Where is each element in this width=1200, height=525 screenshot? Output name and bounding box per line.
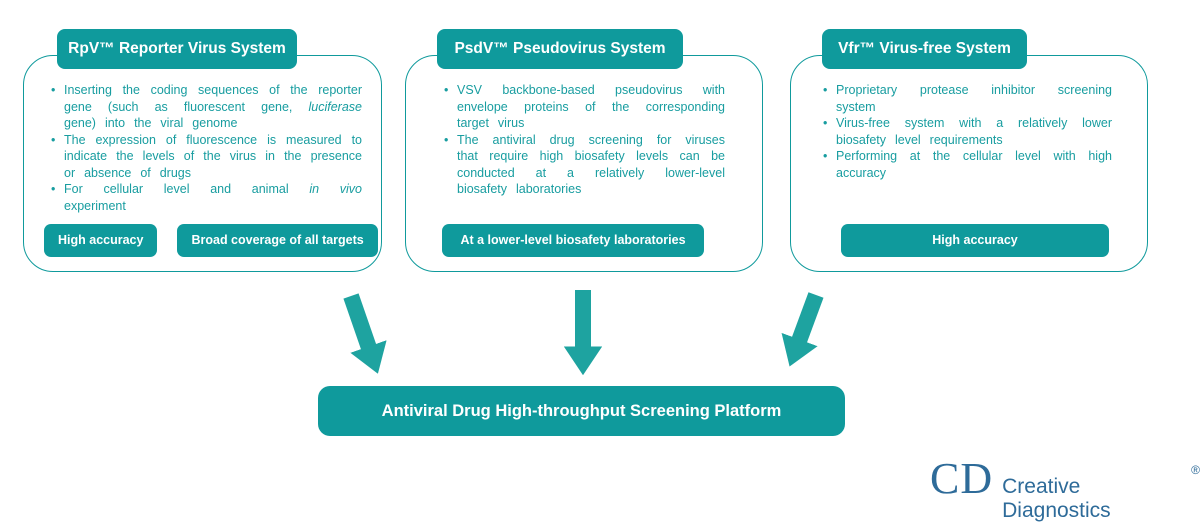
card-virus-free-system: Vfr™ Virus-free System Proprietary prote…: [790, 29, 1148, 272]
bullet-list: Proprietary protease inhibitor screening…: [823, 82, 1112, 181]
bullet-item: Performing at the cellular level with hi…: [823, 148, 1112, 181]
card-pseudovirus-system: PsdV™ Pseudovirus System VSV backbone-ba…: [405, 29, 763, 272]
card-title: PsdV™ Pseudovirus System: [437, 29, 683, 69]
brand-logo: CD Creative Diagnostics ®: [930, 455, 1200, 523]
bullet-item: Proprietary protease inhibitor screening…: [823, 82, 1112, 115]
bullet-item: Virus-free system with a relatively lowe…: [823, 115, 1112, 148]
card-reporter-virus-system: RpV™ Reporter Virus System Inserting the…: [23, 29, 382, 272]
down-arrow-right: [781, 292, 824, 367]
down-arrow-left: [343, 293, 387, 374]
bullet-item: VSV backbone-based pseudovirus with enve…: [444, 82, 725, 132]
tag-badge: High accuracy: [44, 224, 158, 257]
tag-badge: At a lower-level biosafety laboratories: [442, 224, 704, 257]
card-title: Vfr™ Virus-free System: [822, 29, 1027, 69]
bullet-item: The expression of fluorescence is measur…: [51, 132, 362, 182]
registered-mark-icon: ®: [1191, 463, 1200, 477]
logo-monogram: CD: [930, 454, 994, 503]
tag-row: High accuracy: [841, 224, 1109, 257]
tag-row: High accuracy Broad coverage of all targe…: [44, 224, 378, 257]
tag-badge: Broad coverage of all targets: [177, 224, 378, 257]
platform-banner: Antiviral Drug High-throughput Screening…: [318, 386, 845, 436]
bullet-item: Inserting the coding sequences of the re…: [51, 82, 362, 132]
bullet-list: Inserting the coding sequences of the re…: [51, 82, 362, 214]
tag-row: At a lower-level biosafety laboratories: [442, 224, 704, 257]
logo-name: Creative Diagnostics: [1002, 475, 1111, 522]
tag-badge: High accuracy: [841, 224, 1109, 257]
bullet-item: The antiviral drug screening for viruses…: [444, 132, 725, 198]
bullet-item: For cellular level and animal in vivo ex…: [51, 181, 362, 214]
bullet-list: VSV backbone-based pseudovirus with enve…: [444, 82, 725, 198]
card-title: RpV™ Reporter Virus System: [57, 29, 297, 69]
